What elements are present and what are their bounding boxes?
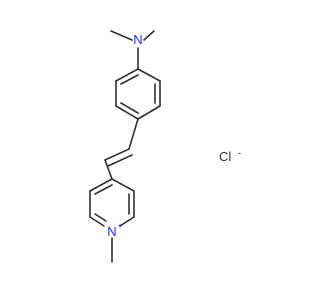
- benzene-ring: [115, 68, 161, 120]
- bond-vinyl-double-b: [107, 154, 133, 167]
- structure-canvas: N N + Cl -: [89, 30, 241, 263]
- bond-methyl-left: [110, 30, 133, 41]
- amine-nitrogen-label: N: [133, 32, 142, 47]
- pyridinium-nitrogen-label: N: [107, 224, 116, 239]
- molecule-diagram: N N + Cl -: [89, 30, 241, 263]
- chloride-label: Cl: [219, 149, 231, 164]
- chloride-charge: -: [238, 148, 241, 158]
- bond-vinyl-double-a: [104, 148, 130, 161]
- bond-vinyl-pyridine: [104, 159, 113, 180]
- bond-ring-vinyl: [128, 118, 139, 150]
- bond-methyl-right: [143, 30, 155, 41]
- pyridinium-ring: [89, 178, 135, 227]
- pyridinium-charge: +: [117, 221, 122, 231]
